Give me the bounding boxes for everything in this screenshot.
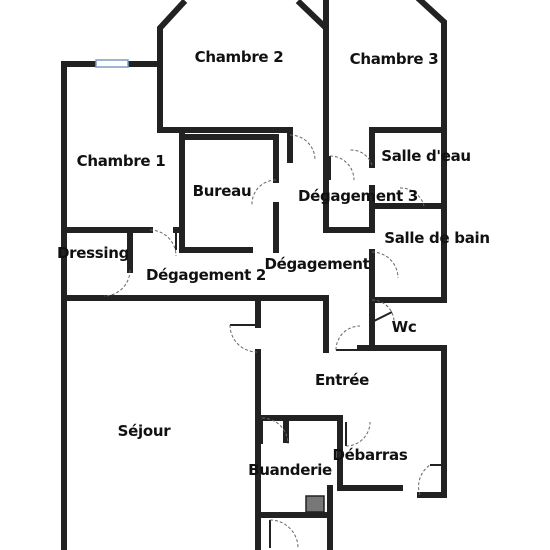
- room-label-sejour: Séjour: [117, 422, 171, 440]
- room-label-chambre3: Chambre 3: [349, 50, 439, 68]
- room-label-dressing: Dressing: [56, 244, 130, 262]
- room-label-chambre1: Chambre 1: [76, 152, 166, 170]
- door-utility: [269, 519, 299, 549]
- wall-bureau: [179, 127, 279, 253]
- door-chambre3: [329, 155, 355, 181]
- door-entree-corridor: [335, 325, 361, 351]
- room-label-salle-eau: Salle d'eau: [381, 147, 471, 165]
- room-label-bureau: Bureau: [192, 182, 252, 200]
- door-debarras: [345, 421, 371, 447]
- room-label-buanderie: Buanderie: [248, 461, 332, 479]
- wall-chambre1: [61, 61, 163, 301]
- door-buanderie: [261, 417, 289, 445]
- door-bureau: [251, 179, 277, 206]
- wall-buanderie: [255, 415, 333, 550]
- walls: [61, 0, 447, 550]
- wall-entree: [255, 345, 447, 498]
- room-label-debarras: Débarras: [332, 446, 408, 464]
- door-front: [418, 464, 444, 496]
- door-dressing: [103, 269, 131, 297]
- room-label-chambre2: Chambre 2: [194, 48, 284, 66]
- room-label-wc: Wc: [391, 318, 417, 336]
- wall-degagement3: [287, 127, 329, 233]
- wall-wet-rooms: [323, 127, 447, 351]
- door-chambre2: [289, 134, 316, 161]
- door-salle-bain: [371, 251, 399, 279]
- room-label-degagement2: Dégagement 2: [145, 266, 267, 284]
- door-degagement3: [399, 187, 425, 207]
- door-salle-eau: [349, 149, 373, 166]
- window-chambre1: [95, 59, 129, 68]
- door-wc: [371, 299, 395, 323]
- room-label-degagement: Dégagement: [264, 255, 370, 273]
- wall-chambre2-bay: [157, 0, 329, 133]
- wall-chambre3-bottom: [323, 127, 447, 159]
- wall-degagement2: [61, 227, 253, 301]
- room-label-entree: Entrée: [314, 371, 370, 389]
- door-chambre1: [149, 229, 177, 257]
- room-label-degagement3: Dégagement 3: [297, 187, 419, 205]
- room-label-salle-bain: Salle de bain: [384, 229, 490, 247]
- door-sejour: [229, 324, 258, 353]
- doors: [103, 134, 444, 549]
- wall-corridor: [247, 295, 375, 353]
- service-shaft: [305, 495, 325, 513]
